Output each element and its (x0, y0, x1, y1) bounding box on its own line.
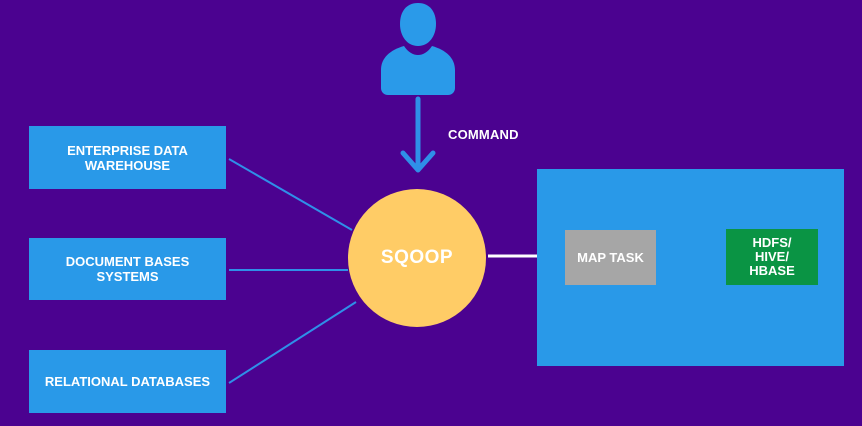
storage-box: HDFS/ HIVE/ HBASE (726, 229, 818, 285)
connector-source-0-to-sqoop (228, 158, 353, 231)
source-enterprise-data-warehouse: ENTERPRISE DATA WAREHOUSE (29, 126, 226, 189)
command-label: COMMAND (448, 127, 519, 142)
map-task-label: MAP TASK (577, 250, 644, 265)
sqoop-hub: SQOOP (348, 189, 486, 327)
down-arrow-icon (400, 96, 436, 173)
sqoop-label: SQOOP (380, 247, 454, 268)
source-document-bases-systems: DOCUMENT BASES SYSTEMS (29, 238, 226, 300)
user-icon (381, 3, 455, 95)
source-relational-databases: RELATIONAL DATABASES (29, 350, 226, 413)
connector-source-2-to-sqoop (228, 301, 357, 384)
storage-label: HDFS/ HIVE/ HBASE (749, 235, 795, 278)
map-task-box: MAP TASK (565, 230, 656, 285)
